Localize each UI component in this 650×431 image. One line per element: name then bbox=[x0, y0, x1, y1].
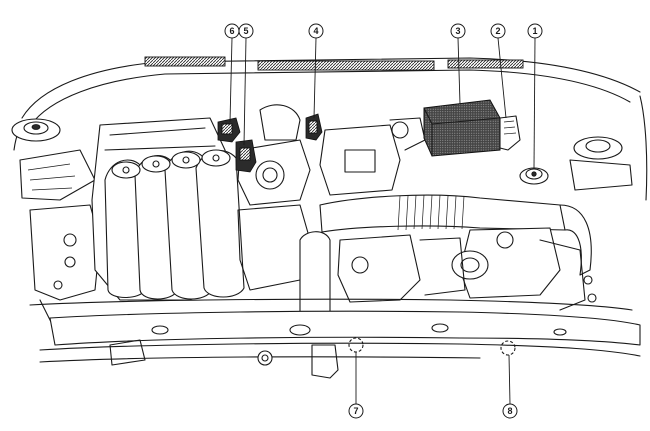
center-lower-components bbox=[299, 231, 466, 329]
location-8-marker bbox=[500, 340, 516, 356]
component-6-connector bbox=[217, 117, 241, 143]
callout-6-label: 6 bbox=[229, 26, 234, 36]
component-3-battery bbox=[423, 99, 501, 157]
callout-2: 2 bbox=[490, 23, 506, 39]
callout-5-label: 5 bbox=[243, 26, 248, 36]
callout-3-label: 3 bbox=[455, 26, 460, 36]
right-side-components bbox=[451, 227, 597, 311]
left-strut-tower bbox=[11, 118, 61, 142]
callout-4-label: 4 bbox=[313, 26, 318, 36]
component-2-terminal bbox=[499, 115, 521, 151]
callout-1-label: 1 bbox=[532, 26, 537, 36]
component-4-reservoir bbox=[305, 113, 323, 141]
hood-outline bbox=[13, 57, 648, 201]
cowl-vent-grilles bbox=[144, 56, 524, 71]
callout-4: 4 bbox=[308, 23, 324, 39]
intake-manifold-runners bbox=[104, 149, 245, 300]
right-strut-tower bbox=[569, 136, 633, 191]
callout-7-label: 7 bbox=[353, 406, 358, 416]
callout-5: 5 bbox=[238, 23, 254, 39]
callout-3: 3 bbox=[450, 23, 466, 39]
air-intake-duct bbox=[319, 194, 592, 276]
callout-6: 6 bbox=[224, 23, 240, 39]
callout-8-label: 8 bbox=[507, 406, 512, 416]
callout-1: 1 bbox=[527, 23, 543, 39]
center-relay-box bbox=[319, 117, 426, 196]
component-1-cap bbox=[519, 167, 549, 185]
left-fender-components bbox=[19, 149, 101, 341]
callout-7: 7 bbox=[348, 403, 364, 419]
throttle-body-area bbox=[237, 104, 311, 291]
callout-2-label: 2 bbox=[495, 26, 500, 36]
radiator-core-support bbox=[29, 298, 641, 363]
lower-brackets bbox=[109, 339, 339, 379]
callout-8: 8 bbox=[502, 403, 518, 419]
component-5-connector bbox=[235, 139, 257, 173]
location-7-marker bbox=[348, 337, 364, 353]
leader-lines bbox=[229, 37, 536, 405]
